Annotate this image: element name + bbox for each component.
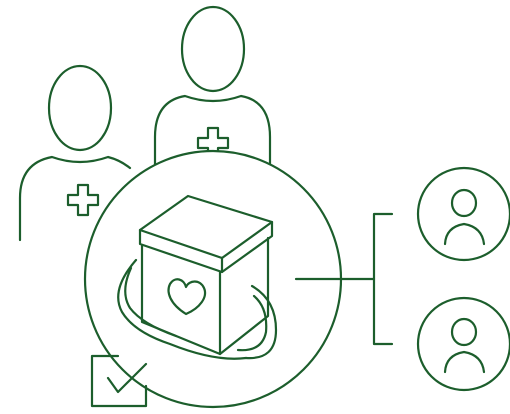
recipient-user-top-icon xyxy=(418,168,510,260)
medical-cross-left-icon xyxy=(68,185,98,215)
recipient-user-bottom-icon xyxy=(418,298,510,390)
